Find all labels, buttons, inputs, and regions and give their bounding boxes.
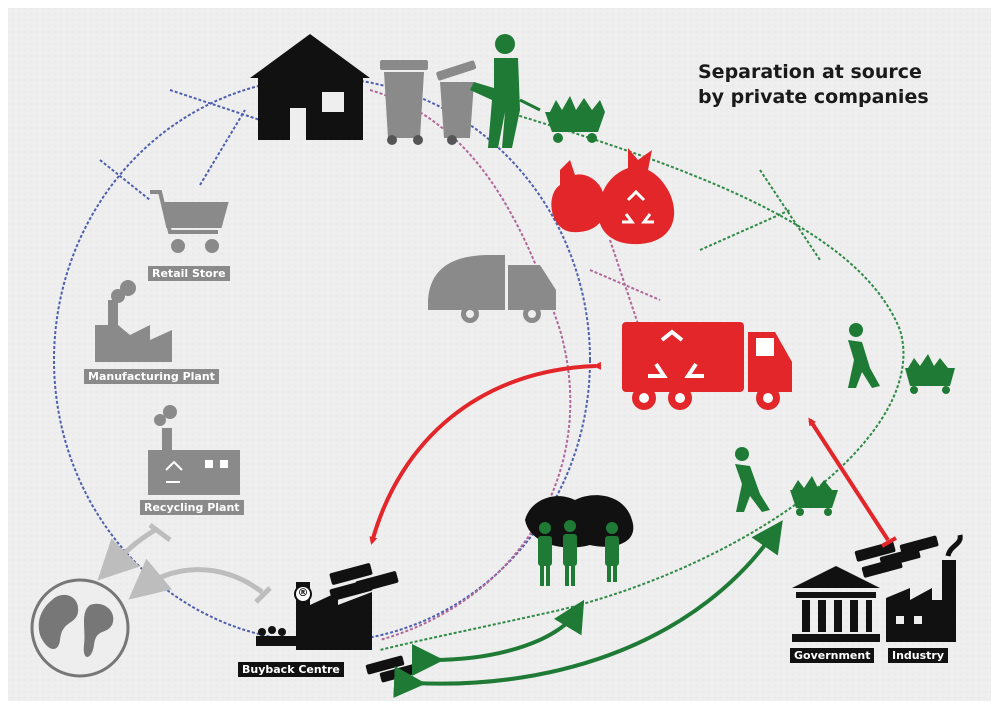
buyback-centre-icon (256, 582, 372, 650)
government-label: Government (790, 648, 875, 663)
green-cart-icon (519, 96, 605, 143)
registered-mark: ® (297, 586, 309, 599)
buyback-truck-arrow (369, 361, 602, 545)
money-stack-icon (854, 535, 939, 578)
buyback-centre-label: Buyback Centre (238, 662, 344, 677)
recycling-truck-icon (622, 322, 792, 410)
globe-icon (30, 578, 130, 678)
industry-label: Industry (888, 648, 949, 663)
house-icon (250, 34, 370, 140)
title-line-1: Separation at source (698, 61, 922, 83)
wheelie-bin-icon (380, 60, 477, 145)
shopping-cart-icon (150, 190, 229, 253)
industry-icon (886, 534, 963, 642)
cart-puller-icon (848, 323, 955, 394)
red-stop-tick (881, 536, 897, 548)
diagram-title: Separation at source by private companie… (698, 60, 929, 110)
retail-store-label: Retail Store (148, 266, 230, 281)
title-line-2: by private companies (698, 86, 929, 108)
recycling-to-globe-arrow (97, 527, 157, 581)
factory-icon (95, 280, 172, 362)
money-to-truck-arrow (808, 417, 890, 542)
waste-collector-icon (470, 34, 520, 148)
cart-puller-icon (735, 447, 838, 516)
green-loop (379, 109, 905, 651)
garbage-truck-icon (428, 255, 556, 323)
government-building-icon (792, 566, 880, 642)
recycling-factory-icon (148, 405, 240, 495)
recycling-plant-label: Recycling Plant (140, 500, 244, 515)
money-stack-icon (329, 563, 399, 601)
manufacturing-plant-label: Manufacturing Plant (84, 369, 219, 384)
buyback-to-globe-arrow (128, 558, 264, 600)
cart-buyback-arrow (393, 520, 783, 699)
recycling-bag-icon (551, 148, 675, 245)
